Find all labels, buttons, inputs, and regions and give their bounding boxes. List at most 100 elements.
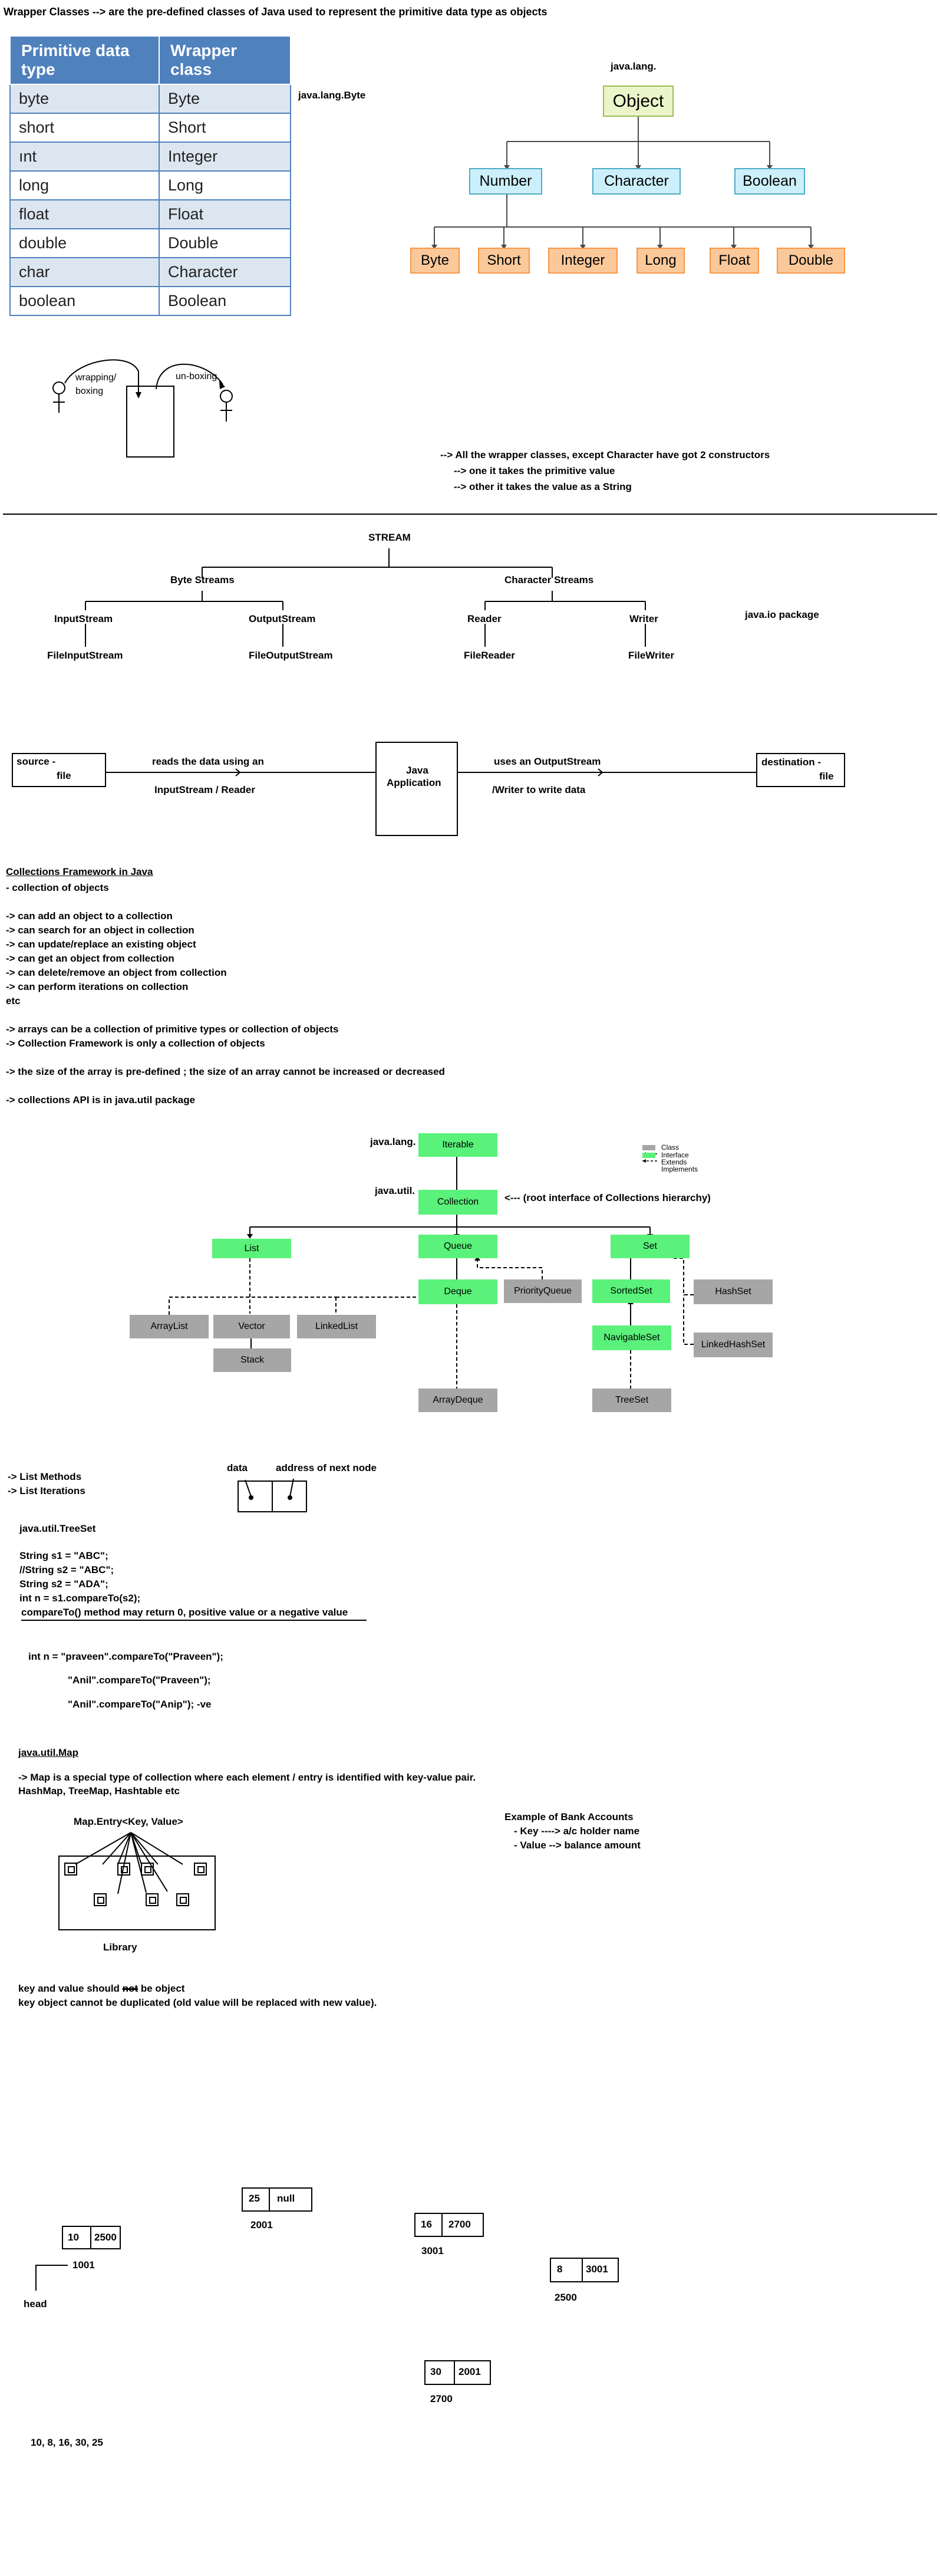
column-header: Wrapper class [159, 35, 291, 85]
note-line: -> can update/replace an existing object [6, 939, 196, 950]
table-cell: Double [159, 228, 291, 258]
table-cell: Byte [159, 84, 291, 114]
boolean-node: Boolean [734, 168, 805, 195]
note-line: -> can perform iterations on collection [6, 981, 189, 992]
list-node: List [212, 1239, 291, 1258]
root-interface-note: <--- (root interface of Collections hier… [504, 1192, 711, 1203]
node-next: 2700 [448, 2219, 471, 2230]
traversal-sequence: 10, 8, 16, 30, 25 [31, 2437, 103, 2448]
linked-list-node: LinkedList [297, 1315, 376, 1338]
node-sketch [238, 1478, 307, 1512]
node-value: 25 [249, 2193, 260, 2204]
file-output-stream-label: FileOutputStream [249, 650, 333, 661]
data-flow-lines [104, 768, 756, 777]
boxing-sketch [52, 359, 233, 458]
map-heading: java.util.Map [18, 1747, 79, 1758]
compare-line-1: int n = "praveen".compareTo("Praveen"); [28, 1651, 223, 1662]
navigable-set-node: NavigableSet [592, 1325, 671, 1350]
legend-class-swatch [642, 1145, 655, 1150]
reads-label: reads the data using an [152, 756, 264, 767]
note-line: - collection of objects [6, 882, 109, 893]
reads-stream-label: InputStream / Reader [154, 784, 255, 795]
code-line: String s1 = "ABC"; [19, 1550, 108, 1561]
array-deque-node: ArrayDeque [418, 1389, 497, 1412]
vector-node: Vector [213, 1315, 290, 1338]
sorted-set-node: SortedSet [592, 1279, 670, 1303]
compare-note-underline [21, 1620, 367, 1621]
note-line: -> can search for an object in collectio… [6, 925, 194, 936]
node-address-label: address of next node [276, 1462, 377, 1473]
node-divider [454, 2361, 455, 2384]
output-stream-label: OutputStream [249, 613, 316, 624]
boxing-label: boxing [75, 386, 104, 396]
deque-node: Deque [418, 1279, 497, 1304]
table-cell: boolean [9, 286, 160, 316]
table-cell: float [9, 199, 160, 229]
code-line: String s2 = "ADA"; [19, 1578, 108, 1590]
key-value-note: key and value should not be object [18, 1983, 184, 1995]
linked-node [62, 2226, 121, 2249]
node-divider [582, 2259, 583, 2281]
note-line [6, 1051, 445, 1065]
node-value: 30 [430, 2366, 441, 2377]
head-label: head [24, 2298, 47, 2309]
legend-class-label: Class [661, 1143, 680, 1152]
node-divider [269, 2189, 270, 2210]
object-node: Object [603, 85, 674, 117]
note-line: -> arrays can be a collection of primiti… [6, 1024, 339, 1035]
destination-file-box [756, 753, 845, 787]
code-line: int n = s1.compareTo(s2); [19, 1593, 141, 1604]
wrapping-label: wrapping/ [75, 373, 117, 383]
writer-write-label: /Writer to write data [492, 784, 586, 795]
treeset-heading: java.util.TreeSet [19, 1523, 96, 1534]
linked-node [424, 2360, 491, 2385]
writer-label: Writer [629, 613, 658, 624]
iterable-node: Iterable [418, 1133, 497, 1157]
table-cell: char [9, 257, 160, 287]
table-cell: short [9, 113, 160, 143]
code-line: //String s2 = "ABC"; [19, 1564, 114, 1575]
double-node: Double [777, 248, 845, 274]
node-next: 2001 [459, 2366, 481, 2377]
short-node: Short [478, 248, 530, 274]
node-address: 2700 [430, 2393, 453, 2404]
node-value: 8 [557, 2264, 563, 2275]
compare-line-3: "Anil".compareTo("Anip"); -ve [68, 1699, 212, 1710]
library-label: Library [103, 1942, 137, 1953]
column-header: Primitive data type [9, 35, 160, 85]
destination-file-label: file [819, 771, 834, 782]
table-cell: long [9, 170, 160, 200]
file-writer-label: FileWriter [628, 650, 675, 661]
linked-node [242, 2187, 312, 2212]
wrapper-hierarchy-lines [431, 117, 814, 249]
collections-notes: - collection of objects -> can add an ob… [6, 881, 445, 1107]
table-cell: double [9, 228, 160, 258]
hash-set-node: HashSet [694, 1279, 773, 1304]
destination-label: destination - [761, 756, 822, 768]
set-node: Set [611, 1235, 690, 1258]
struck-word: not [122, 1983, 138, 1994]
legend-implements-label: Implements [661, 1165, 698, 1173]
compare-to-note: compareTo() method may return 0, positiv… [21, 1607, 348, 1618]
compare-line-2: "Anil".compareTo("Praveen"); [68, 1674, 211, 1686]
node-address: 2500 [555, 2292, 577, 2303]
node-divider [441, 2214, 443, 2236]
reader-label: Reader [467, 613, 502, 624]
note-line [6, 895, 445, 909]
bank-value-note: - Value --> balance amount [514, 1840, 641, 1851]
byte-streams-label: Byte Streams [170, 574, 235, 585]
stream-root: STREAM [368, 532, 411, 543]
table-cell: Character [159, 257, 291, 287]
table-cell: byte [9, 84, 160, 114]
list-iterations-note: -> List Iterations [8, 1485, 85, 1496]
source-file-box [12, 753, 106, 787]
number-node: Number [469, 168, 542, 195]
constructors-note-3: --> other it takes the value as a String [454, 481, 632, 492]
character-node: Character [592, 168, 681, 195]
bank-example-title: Example of Bank Accounts [504, 1811, 634, 1822]
